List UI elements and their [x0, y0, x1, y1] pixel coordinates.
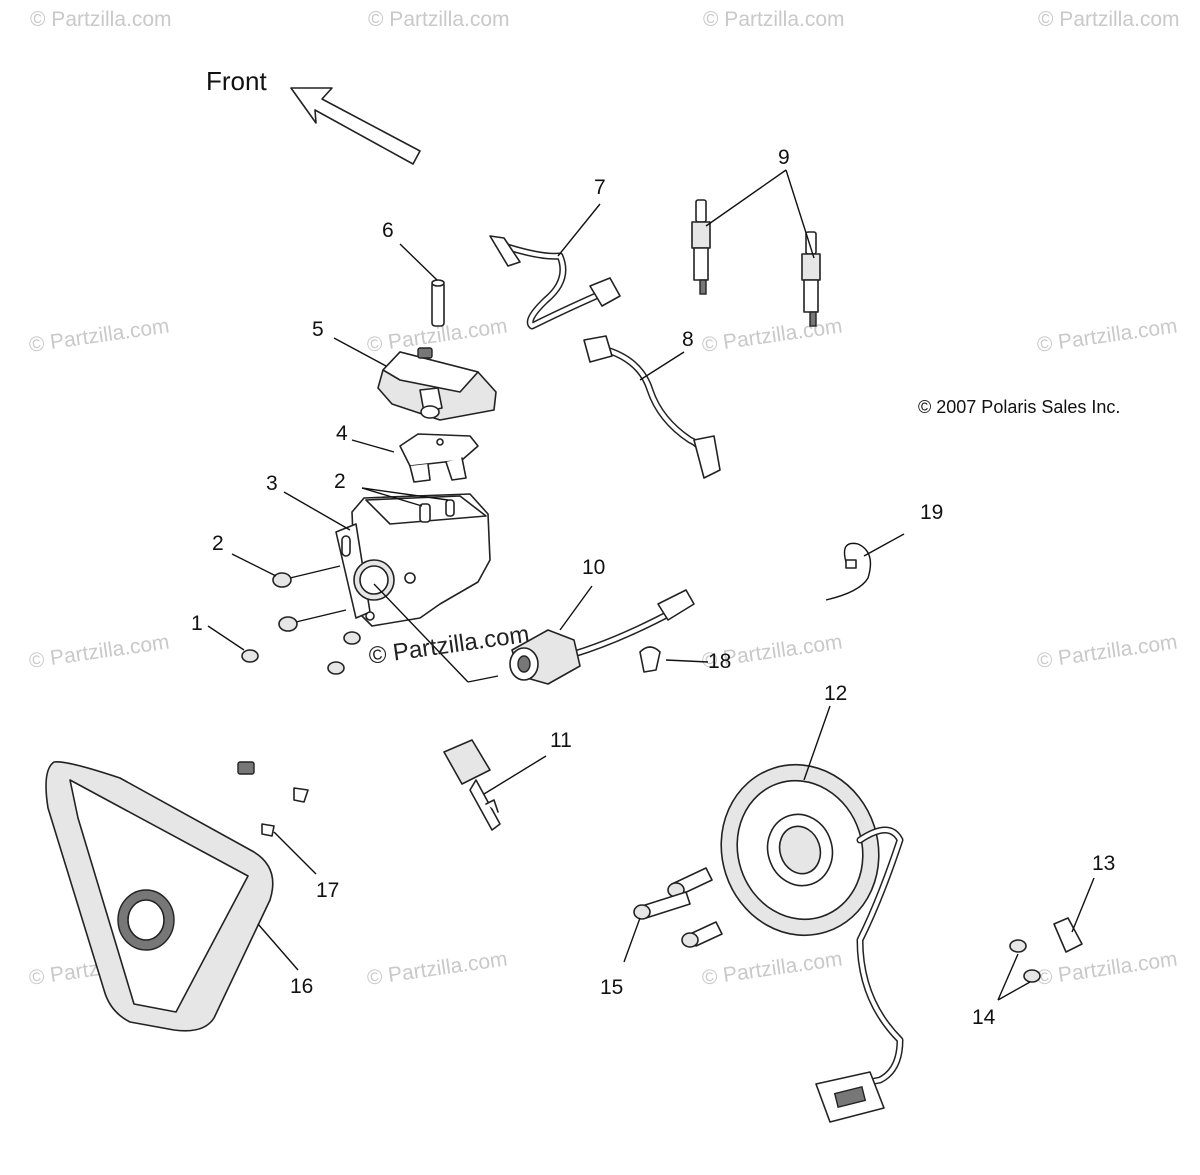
part-15-bolt	[681, 921, 723, 948]
bolt	[241, 649, 259, 663]
bolt	[272, 565, 341, 588]
callout-16: 16	[290, 975, 313, 998]
callout-5: 5	[312, 318, 324, 341]
part-9-spark-plug	[691, 199, 711, 295]
callout-3: 3	[266, 472, 278, 495]
part-9-spark-plug	[801, 231, 821, 327]
callout-19: 19	[920, 501, 943, 524]
callout-18: 18	[708, 650, 731, 673]
part-15-bolt	[667, 867, 713, 898]
watermark: © Partzilla.com	[365, 947, 508, 989]
part-14-screw	[1023, 969, 1041, 983]
watermark: © Partzilla.com	[27, 630, 170, 672]
callout-11: 11	[550, 729, 572, 752]
part-5-ignition-coil	[377, 347, 497, 421]
callout-14: 14	[972, 1006, 996, 1029]
part-15-bolt	[633, 891, 691, 920]
watermark: © Partzilla.com	[30, 8, 172, 31]
watermark: © Partzilla.com	[700, 314, 843, 356]
part-8-plug-wire	[583, 335, 721, 479]
bolt	[343, 631, 361, 645]
part-6-pin	[431, 279, 445, 327]
watermark: © Partzilla.com	[700, 947, 843, 989]
callout-2: 2	[212, 532, 224, 555]
callout-9: 9	[778, 146, 790, 169]
part-7-plug-wire	[489, 235, 621, 330]
part-16-headlight-panel	[45, 761, 274, 1032]
part-10-ignition-switch	[509, 589, 695, 685]
watermark: © Partzilla.com	[703, 8, 845, 31]
watermark: © Partzilla.com	[1035, 630, 1178, 672]
watermark: © Partzilla.com	[1038, 8, 1180, 31]
callout-15: 15	[600, 976, 623, 999]
front-arrow-icon	[290, 87, 421, 165]
callout-4: 4	[336, 422, 348, 445]
watermark: © Partzilla.com	[27, 314, 170, 356]
watermark: © Partzilla.com	[368, 8, 510, 31]
callouts: 1 2 2 3 4 5 6 7 8 9 10 11 12 13 14 15 16…	[191, 146, 1115, 1029]
part-14-screw	[1009, 939, 1027, 953]
part-4-bracket	[399, 433, 479, 483]
bolt	[278, 609, 347, 632]
front-label: Front	[206, 66, 267, 96]
callout-12: 12	[824, 682, 847, 705]
callout-13: 13	[1092, 852, 1115, 875]
bolt	[327, 661, 345, 675]
callout-17: 17	[316, 879, 339, 902]
callout-6: 6	[382, 219, 394, 242]
callout-1: 1	[191, 612, 203, 635]
part-18-clip	[639, 646, 661, 673]
watermark: © Partzilla.com	[1035, 947, 1178, 989]
callout-2: 2	[334, 470, 346, 493]
part-11-key	[443, 739, 501, 831]
copyright-notice: © 2007 Polaris Sales Inc.	[918, 397, 1120, 417]
callout-10: 10	[582, 556, 605, 579]
leader-lines	[207, 169, 1095, 1001]
part-17-clips	[237, 761, 309, 837]
part-13-clamp	[1053, 917, 1083, 953]
part-19-cable-tie	[825, 542, 872, 601]
watermark: © Partzilla.com	[1035, 314, 1178, 356]
part-12-stator	[720, 763, 904, 1123]
part-3-mounting-bracket	[335, 493, 491, 627]
bolts	[241, 565, 361, 675]
callout-8: 8	[682, 328, 694, 351]
callout-7: 7	[594, 176, 606, 199]
